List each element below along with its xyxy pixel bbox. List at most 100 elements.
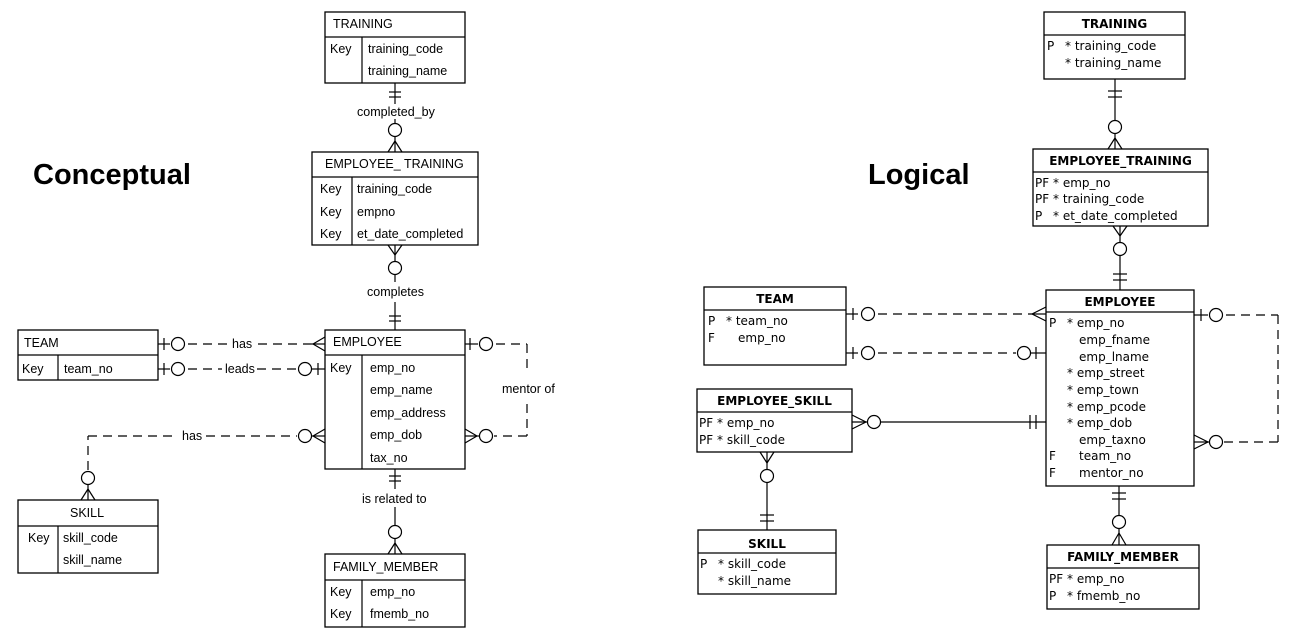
l-skill-flag: P	[700, 557, 707, 571]
l-emp-attr: * emp_street	[1067, 366, 1145, 380]
l-employee-name: EMPLOYEE	[1084, 295, 1155, 309]
conceptual-title: Conceptual	[33, 159, 191, 191]
l-team-flag: F	[708, 331, 715, 345]
c-entity-employee-training[interactable]: EMPLOYEE_ TRAINING Key Key Key training_…	[311, 151, 479, 246]
l-es-flag: PF	[699, 416, 713, 430]
l-table-skill[interactable]: SKILL P * skill_code * skill_name	[697, 529, 837, 595]
l-training-name: TRAINING	[1082, 17, 1148, 31]
l-emp-attr: * emp_town	[1067, 383, 1139, 397]
l-emp-attr: emp_taxno	[1079, 433, 1146, 447]
c-rel-completed-by: completed_by	[357, 83, 436, 153]
l-emp-attr: * emp_dob	[1067, 416, 1132, 430]
c-team-name: TEAM	[24, 336, 59, 350]
c-employee-key-label: Key	[330, 361, 352, 375]
l-training-flag: P	[1047, 39, 1054, 53]
c-skill-key-label: Key	[28, 531, 50, 545]
c-fm-key-label: Key	[330, 585, 352, 599]
l-emp-attr: emp_fname	[1079, 333, 1150, 347]
l-family-member-name: FAMILY_MEMBER	[1067, 550, 1179, 565]
c-rel-label-mentor-of: mentor of	[502, 382, 555, 396]
c-entity-training[interactable]: TRAINING Key training_code training_name	[324, 11, 466, 84]
l-training-attr: * training_code	[1065, 39, 1156, 53]
c-et-attr: training_code	[357, 182, 432, 196]
c-training-attr: training_code	[368, 42, 443, 56]
l-rel-employee-training-employee	[1112, 225, 1128, 290]
l-et-attr: * training_code	[1053, 192, 1144, 206]
l-employee-skill-name: EMPLOYEE_SKILL	[717, 394, 832, 409]
l-skill-name: SKILL	[748, 537, 786, 551]
c-entity-skill[interactable]: SKILL Key skill_code skill_name	[17, 499, 159, 574]
l-table-employee-skill[interactable]: EMPLOYEE_SKILL PF * emp_no PF * skill_co…	[696, 388, 853, 453]
l-es-attr: * emp_no	[717, 416, 774, 430]
c-et-attr: et_date_completed	[357, 227, 463, 241]
c-rel-completes: completes	[367, 244, 424, 330]
c-rel-skill-has: has	[80, 428, 326, 501]
l-employee-training-name: EMPLOYEE_TRAINING	[1049, 154, 1192, 169]
l-emp-flag: F	[1049, 466, 1056, 480]
l-rel-employee-skill-skill	[759, 451, 775, 530]
l-rel-team-leader	[846, 345, 1046, 361]
c-fm-attr: fmemb_no	[370, 607, 429, 621]
l-table-family-member[interactable]: FAMILY_MEMBER PF * emp_no P * fmemb_no	[1046, 544, 1200, 610]
l-fm-flag: P	[1049, 589, 1056, 603]
l-rel-training-employee-training	[1107, 79, 1123, 150]
c-rel-label-is-related-to: is related to	[362, 492, 427, 506]
c-rel-label-team-has: has	[232, 337, 252, 351]
l-emp-flag: F	[1049, 449, 1056, 463]
l-rel-employee-mentor	[1193, 307, 1279, 450]
l-emp-attr: team_no	[1079, 449, 1131, 463]
l-team-attr: * team_no	[726, 314, 788, 328]
c-fm-key-label: Key	[330, 607, 352, 621]
c-rel-label-leads: leads	[225, 362, 255, 376]
c-rel-label-skill-has: has	[182, 429, 202, 443]
l-table-employee-training[interactable]: EMPLOYEE_TRAINING PF * emp_no PF * train…	[1032, 148, 1209, 227]
l-fm-flag: PF	[1049, 572, 1063, 586]
l-et-attr: * emp_no	[1053, 176, 1110, 190]
l-skill-attr: * skill_name	[718, 574, 791, 588]
c-entity-team[interactable]: TEAM Key team_no	[17, 329, 159, 381]
c-et-key-label: Key	[320, 205, 342, 219]
c-team-key-label: Key	[22, 362, 44, 376]
c-skill-attr: skill_code	[63, 531, 118, 545]
l-fm-attr: * fmemb_no	[1067, 589, 1140, 603]
l-table-employee[interactable]: EMPLOYEE P * emp_no emp_fname emp_lname …	[1045, 289, 1195, 487]
l-et-flag: PF	[1035, 176, 1049, 190]
c-team-attr: team_no	[64, 362, 113, 376]
c-rel-is-related-to: is related to	[362, 469, 427, 555]
c-training-key-label: Key	[330, 42, 352, 56]
c-skill-attr: skill_name	[63, 553, 122, 567]
c-et-attr: empno	[357, 205, 395, 219]
c-employee-attr: emp_dob	[370, 428, 422, 442]
c-skill-name: SKILL	[70, 506, 104, 520]
l-emp-attr: mentor_no	[1079, 466, 1144, 480]
l-rel-employee-skill-employee	[851, 414, 1046, 430]
c-training-name: TRAINING	[333, 17, 393, 31]
l-skill-attr: * skill_code	[718, 557, 786, 571]
l-rel-team-employee	[846, 306, 1047, 322]
l-et-attr: * et_date_completed	[1053, 209, 1178, 223]
c-fm-attr: emp_no	[370, 585, 415, 599]
c-family-member-name: FAMILY_MEMBER	[333, 560, 438, 574]
l-emp-attr: * emp_pcode	[1067, 400, 1146, 414]
c-employee-training-name: EMPLOYEE_ TRAINING	[325, 157, 464, 171]
c-et-key-label: Key	[320, 227, 342, 241]
l-emp-attr: emp_lname	[1079, 350, 1149, 364]
c-training-attr: training_name	[368, 64, 447, 78]
l-emp-flag: P	[1049, 316, 1056, 330]
l-team-flag: P	[708, 314, 715, 328]
c-employee-attr: emp_no	[370, 361, 415, 375]
l-training-attr: * training_name	[1065, 56, 1161, 70]
l-table-training[interactable]: TRAINING P * training_code * training_na…	[1043, 11, 1186, 80]
l-et-flag: PF	[1035, 192, 1049, 206]
c-entity-family-member[interactable]: FAMILY_MEMBER Key Key emp_no fmemb_no	[324, 553, 466, 628]
c-rel-mentor-of: mentor of	[464, 336, 555, 444]
c-rel-label-completes: completes	[367, 285, 424, 299]
l-team-attr: emp_no	[738, 331, 786, 345]
l-team-name: TEAM	[756, 292, 794, 306]
c-employee-attr: tax_no	[370, 451, 408, 465]
l-emp-attr: * emp_no	[1067, 316, 1124, 330]
l-table-team[interactable]: TEAM P * team_no F emp_no	[703, 286, 847, 366]
c-entity-employee[interactable]: EMPLOYEE Key emp_no emp_name emp_address…	[324, 329, 466, 470]
c-employee-attr: emp_name	[370, 383, 433, 397]
logical-title: Logical	[868, 159, 970, 191]
